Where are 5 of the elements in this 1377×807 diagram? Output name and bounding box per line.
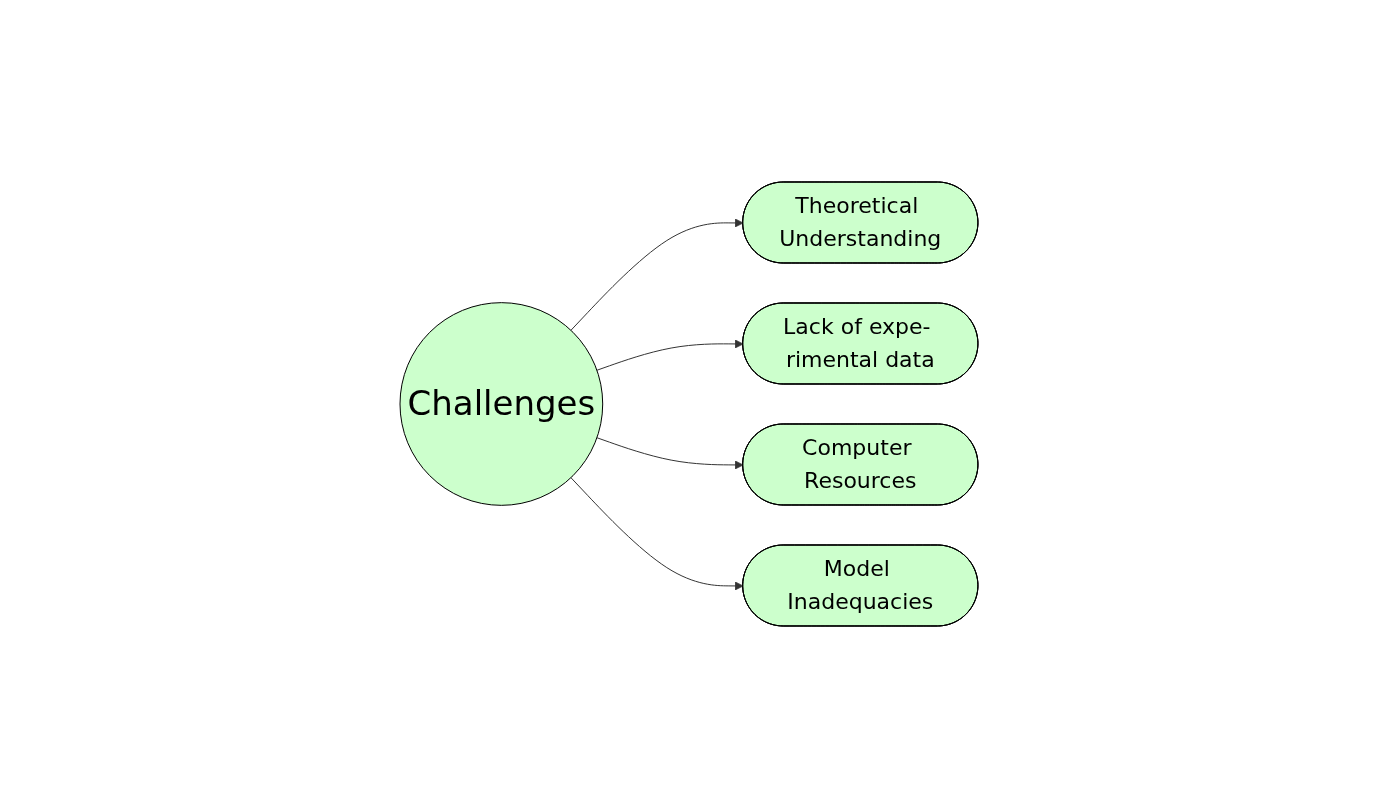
arrow <box>570 218 744 331</box>
arrow <box>570 476 744 590</box>
arrow <box>595 339 744 371</box>
arrow <box>595 436 744 469</box>
node-circle: Challenges <box>399 301 603 506</box>
